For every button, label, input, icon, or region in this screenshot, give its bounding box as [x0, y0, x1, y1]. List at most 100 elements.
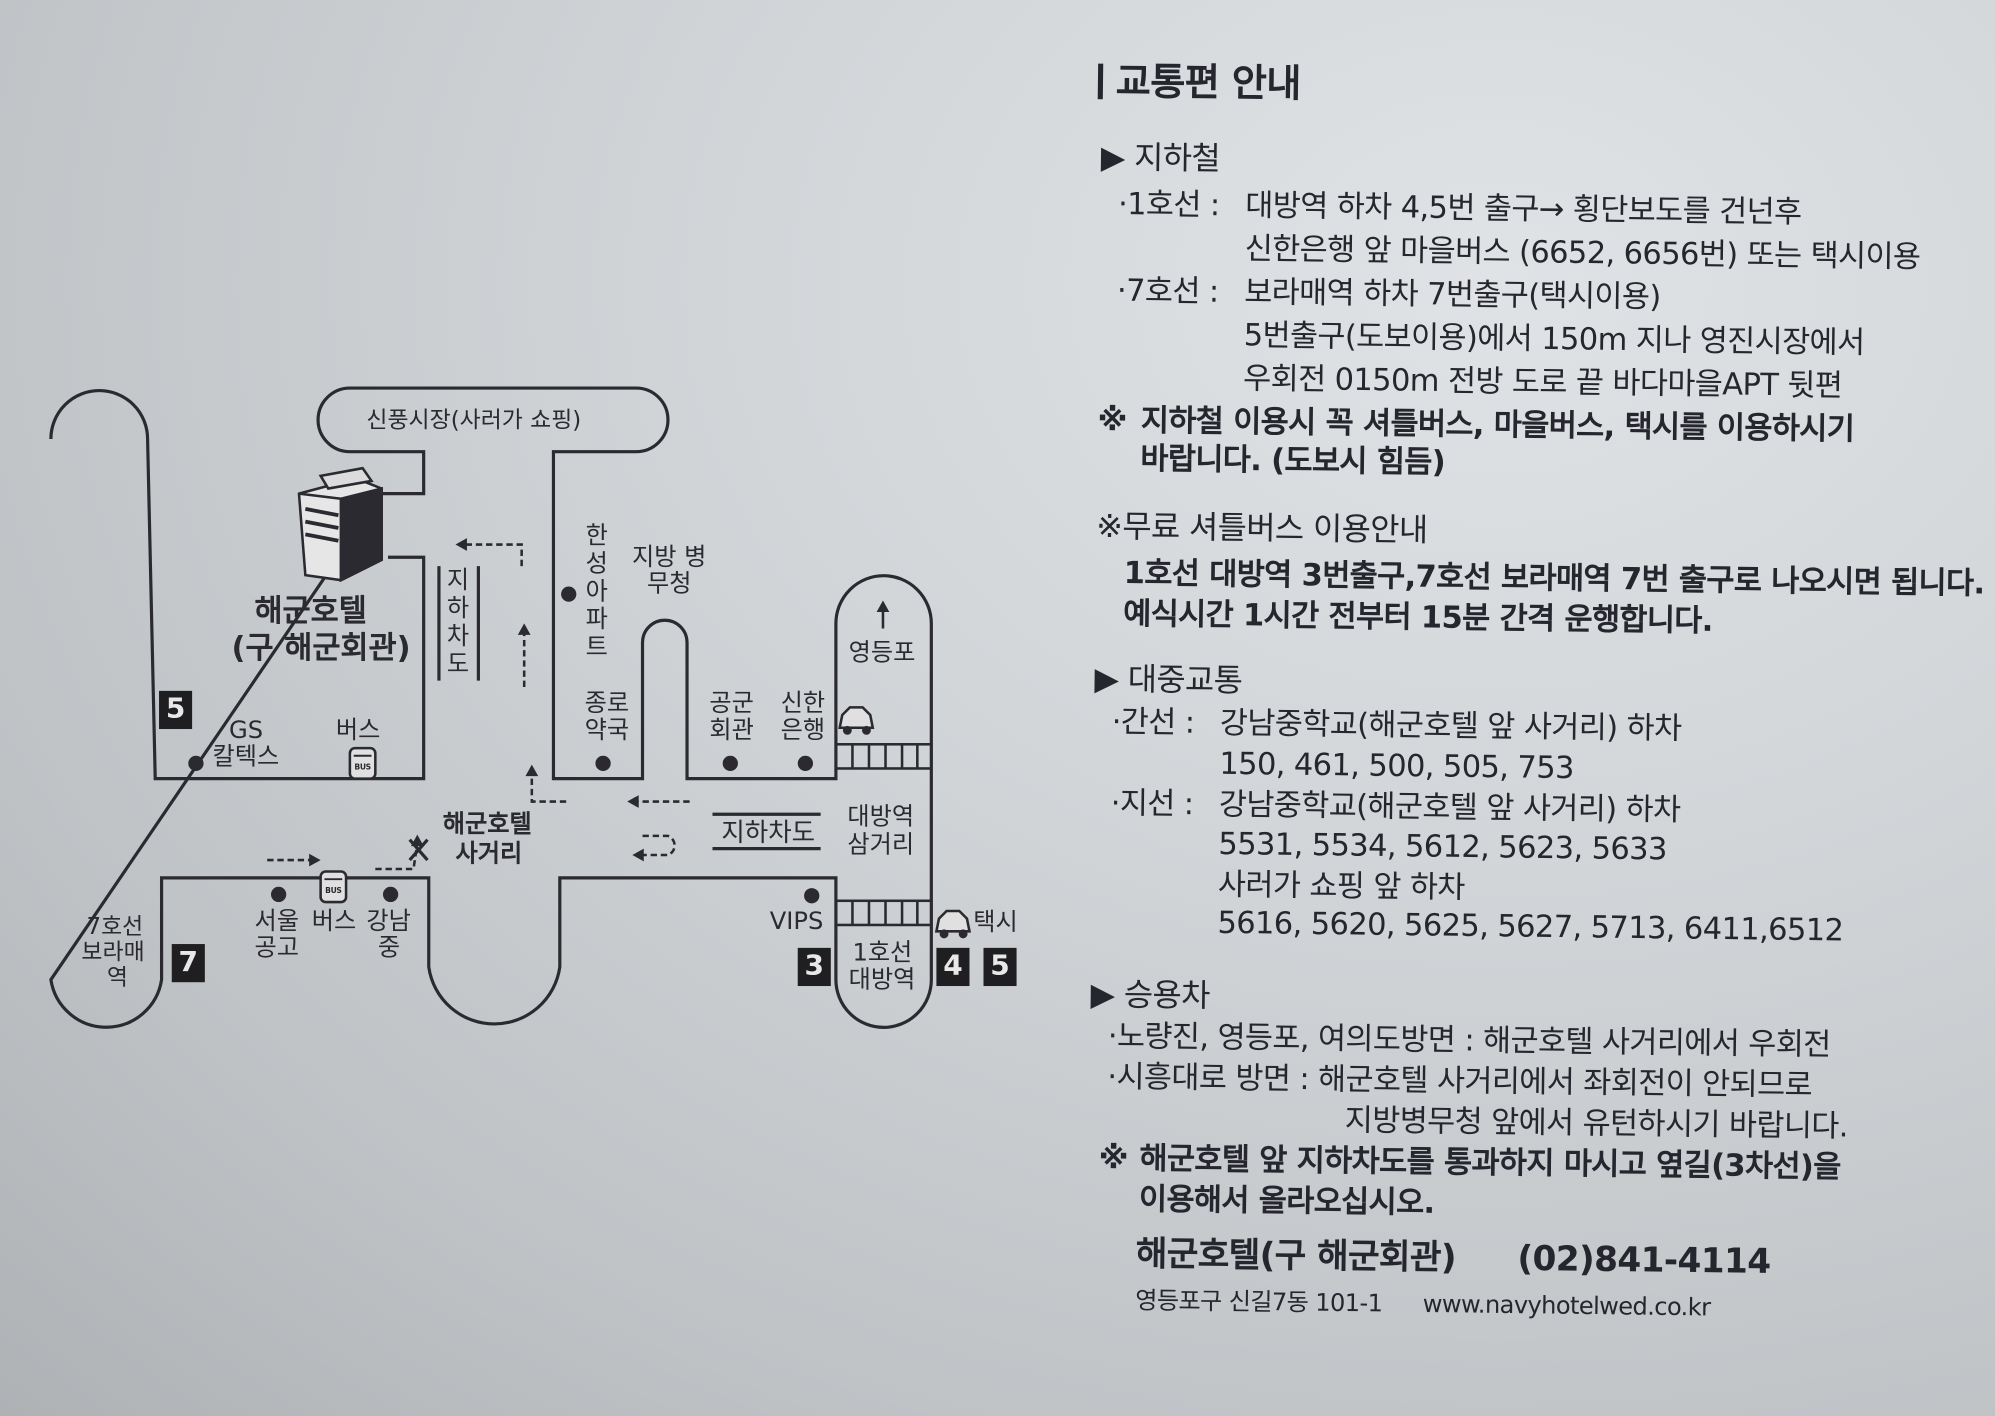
daebang-junction-label-1: 대방역	[847, 802, 915, 831]
car-line-c: 지방병무청 앞에서 유턴하시기 바랍니다.	[1344, 1102, 1849, 1145]
subway-note-b: 바랍니다. (도보시 힘듬)	[1140, 440, 1446, 481]
market-label: 신풍시장(사러가 쇼핑)	[366, 407, 582, 434]
footer-hotel-name: 해군호텔(구 해군회관)	[1135, 1234, 1457, 1279]
arrowheads	[309, 538, 890, 867]
bus-stop-top-label: 버스	[335, 716, 381, 745]
bus-icon-top	[348, 746, 377, 780]
gangnam-ms-dot	[382, 886, 399, 903]
underpass-lines-vertical	[437, 566, 480, 681]
footer-phone: (02)841-4114	[1517, 1239, 1771, 1282]
bus-icon-top-text: BUS	[354, 763, 371, 773]
gs-caltex-label-2: 칼텍스	[212, 743, 280, 772]
branch-bus-stop-2: 사러가 쇼핑 앞 하차	[1217, 866, 1465, 906]
subway-line1-label: ·1호선 :	[1117, 185, 1220, 223]
boramae-label-2: 보라매	[81, 938, 145, 966]
crosswalk-top	[834, 743, 933, 770]
exit-4-badge: 4	[936, 947, 970, 987]
bus-icon-bottom-text: BUS	[325, 886, 342, 896]
branch-bus-numbers: 5531, 5534, 5612, 5623, 5633	[1218, 825, 1667, 868]
gangnam-ms-label-2: 중	[377, 933, 401, 962]
military-office-label: 지방 병무청	[632, 543, 707, 598]
intersection-label-1: 해군호텔	[442, 810, 532, 839]
car-heading-text: 승용차	[1123, 976, 1211, 1015]
yeongdeungpo-label: 영등포	[848, 638, 916, 667]
dashed-uturn-arrow	[636, 834, 676, 857]
title-text: 교통편 안내	[1115, 59, 1302, 107]
gs-caltex-dot	[188, 755, 204, 772]
car-note-a: 해군호텔 앞 지하차도를 통과하지 마시고 옆길(3차선)을	[1139, 1140, 1841, 1185]
airforce-hall-dot	[722, 755, 738, 772]
public-transit-heading: ▶ 대중교통	[1094, 660, 1243, 699]
taxi-label: 택시	[973, 908, 1018, 937]
bus-icon-bottom	[319, 870, 348, 904]
exit-3-badge: 3	[797, 947, 831, 987]
crosswalk-bottom	[834, 899, 933, 927]
exit-5-left-badge: 5	[159, 690, 193, 730]
trunk-bus-numbers: 150, 461, 500, 505, 753	[1219, 745, 1575, 786]
bus-stop-bottom-label: 버스	[311, 907, 357, 936]
shuttle-line-b: 예식시간 1시간 전부터 15분 간격 운행합니다.	[1123, 595, 1713, 639]
daebang-junction-label-2: 삼거리	[847, 830, 915, 859]
car-note-b: 이용해서 올라오십시오.	[1138, 1181, 1435, 1221]
trunk-bus-label: ·간선 :	[1111, 703, 1195, 741]
poi-dots	[188, 586, 820, 904]
title-bar	[1097, 63, 1104, 100]
subway-line7-label: ·7호선 :	[1116, 272, 1219, 310]
footer-website[interactable]: www.navyhotelwed.co.kr	[1422, 1290, 1711, 1322]
hotel-old-name-label: (구 해군회관)	[231, 629, 411, 666]
triangle-bullet-icon: ▶	[1090, 975, 1125, 1014]
line1-label-2: 대방역	[848, 965, 916, 994]
road-outlines	[49, 386, 933, 1029]
airforce-hall-label: 공군 회관	[709, 689, 754, 745]
vips-dot	[804, 888, 820, 904]
car-line-a: ·노량진, 영등포, 여의도방면 : 해군호텔 사거리에서 우회전	[1107, 1018, 1831, 1063]
hansung-apt-label: 한성아파트	[585, 521, 608, 662]
trunk-bus-stop: 강남중학교(해군호텔 앞 사거리) 하차	[1219, 705, 1682, 747]
line1-label-1: 1호선	[852, 938, 913, 967]
seoul-tech-label-1: 서울	[254, 907, 299, 936]
car-note-mark: ※	[1098, 1140, 1129, 1177]
car-icon	[838, 706, 875, 735]
subway-line7-text-a: 보라매역 하차 7번출구(택시이용)	[1244, 274, 1661, 315]
branch-bus-stop: 강남중학교(해군호텔 앞 사거리) 하차	[1218, 786, 1681, 828]
car-heading: ▶ 승용차	[1090, 975, 1211, 1015]
boramae-label-1: 7호선	[86, 913, 144, 941]
triangle-bullet-icon: ▶	[1100, 138, 1135, 176]
shuttle-line-a: 1호선 대방역 3번출구,7호선 보라매역 7번 출구로 나오시면 됩니다.	[1123, 555, 1985, 602]
subway-line7-text-b: 5번출구(도보이용)에서 150m 지나 영진시장에서	[1243, 317, 1865, 361]
jongno-pharmacy-dot	[595, 755, 611, 772]
exit-7-badge: 7	[171, 944, 205, 983]
subway-note-mark: ※	[1097, 402, 1127, 439]
no-left-turn-x-icon	[408, 838, 429, 862]
underpass-lines-horizontal	[712, 812, 821, 851]
gangnam-ms-label-1: 강남	[366, 907, 411, 936]
subway-note-a: 지하철 이용시 꼭 셔틀버스, 마을버스, 택시를 이용하시기	[1140, 402, 1855, 447]
branch-bus-label: ·지선 :	[1110, 785, 1194, 822]
shuttle-heading: ※무료 셔틀버스 이용안내	[1096, 507, 1428, 549]
triangle-bullet-icon: ▶	[1094, 660, 1128, 698]
hotel-name-label: 해군호텔	[254, 592, 367, 629]
car-line-b: ·시흥대로 방면 : 해군호텔 사거리에서 좌회전이 안되므로	[1107, 1058, 1813, 1103]
dashed-arrow-left-top	[464, 543, 523, 567]
underpass-vertical-label: 지하차도	[446, 566, 470, 679]
underpass-horizontal-label: 지하차도	[721, 816, 816, 848]
jongno-pharmacy-label: 종로 약국	[584, 689, 630, 745]
hansung-apt-dot	[561, 586, 577, 602]
intersection-label-2: 사거리	[455, 839, 523, 868]
subway-line1-text-b: 신한은행 앞 마을버스 (6652, 6656번) 또는 택시이용	[1244, 230, 1921, 275]
exit-5-right-badge: 5	[983, 947, 1017, 987]
vips-label: VIPS	[769, 907, 824, 936]
subway-heading-text: 지하철	[1133, 139, 1221, 178]
subway-heading: ▶ 지하철	[1100, 138, 1221, 178]
hotel-building-icon	[297, 466, 383, 583]
public-transit-heading-text: 대중교통	[1127, 660, 1243, 699]
seoul-tech-dot	[270, 886, 287, 903]
gs-caltex-label-1: GS	[229, 716, 264, 745]
taxi-car-icon	[934, 909, 972, 939]
section-title: 교통편 안내	[1097, 60, 1301, 107]
subway-line1-text-a: 대방역 하차 4,5번 출구→ 횡단보도를 건넌후	[1245, 187, 1802, 230]
subway-line7-text-c: 우회전 0150m 전방 도로 끝 바다마을APT 뒷편	[1242, 360, 1843, 404]
seoul-tech-label-2: 공고	[254, 933, 299, 962]
